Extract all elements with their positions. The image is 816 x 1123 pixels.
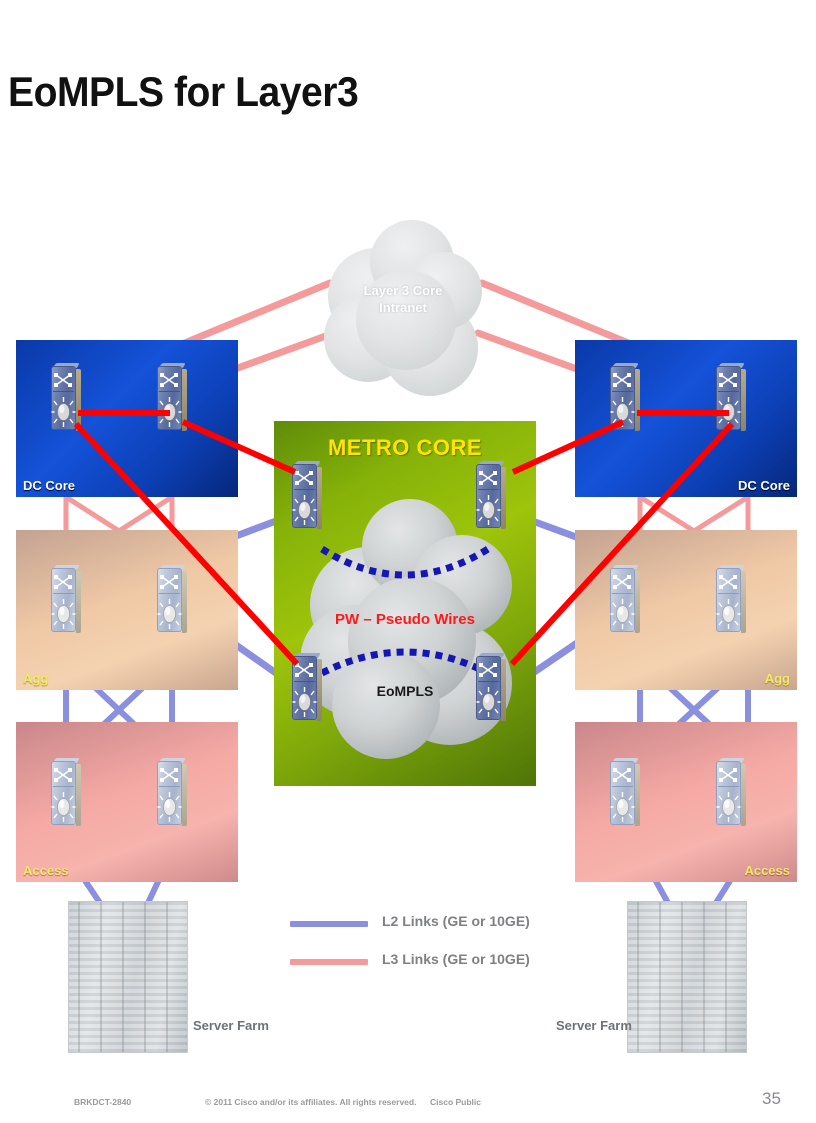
pseudo-wire-bottom [320, 648, 490, 677]
switch-side-face [76, 369, 81, 431]
switch-side-face [182, 764, 187, 826]
zone-label-access-left: Access [23, 863, 69, 878]
zone-label-agg-right: Agg [764, 671, 790, 686]
switch-glyphs [51, 575, 76, 629]
server-farm-right-image [627, 901, 747, 1053]
zone-label-dc-core-right: DC Core [737, 478, 790, 493]
legend-label-l3-link: L3 Links (GE or 10GE) [382, 951, 530, 967]
metro-core-title: METRO CORE [327, 435, 483, 460]
switch-side-face [182, 369, 187, 431]
switch-glyphs [292, 471, 317, 525]
layer3-core-cloud-label: Layer 3 Core Intranet [323, 282, 483, 316]
switch-divider [159, 391, 180, 392]
agg-left-switch-1[interactable] [51, 565, 81, 635]
footer-classification: Cisco Public [430, 1097, 482, 1107]
switch-side-face [317, 659, 322, 721]
footer-copyright: © 2011 Cisco and/or its affiliates. All … [205, 1097, 417, 1107]
switch-divider [718, 786, 739, 787]
zone-label-access-right: Access [744, 863, 790, 878]
slide-footer: BRKDCT-2840 © 2011 Cisco and/or its affi… [0, 1097, 816, 1119]
switch-divider [53, 391, 74, 392]
switch-glyphs [716, 575, 741, 629]
switch-side-face [635, 571, 640, 633]
metro-core-switch-top-right[interactable] [476, 461, 506, 531]
switch-side-face [501, 467, 506, 529]
metro-core-switch-bottom-right[interactable] [476, 653, 506, 723]
metro-core-switch-top-left[interactable] [292, 461, 322, 531]
switch-divider [294, 489, 315, 490]
agg-right-switch-1[interactable] [610, 565, 640, 635]
agg-left-switch-2[interactable] [157, 565, 187, 635]
switch-glyphs [610, 373, 635, 427]
switch-side-face [635, 764, 640, 826]
switch-divider [53, 593, 74, 594]
metro-core-panel: METRO CORE PW – Pseudo Wires EoMPLS [274, 421, 536, 786]
access-right-switch-1[interactable] [610, 758, 640, 828]
zone-agg-left: Agg [16, 530, 238, 690]
switch-side-face [635, 369, 640, 431]
zone-label-dc-core-left: DC Core [23, 478, 76, 493]
switch-divider [612, 786, 633, 787]
metro-core-switch-bottom-left[interactable] [292, 653, 322, 723]
switch-side-face [741, 571, 746, 633]
legend-swatch-l2-link [290, 921, 368, 927]
switch-divider [612, 391, 633, 392]
zone-label-agg-left: Agg [23, 671, 49, 686]
switch-glyphs [292, 663, 317, 717]
layer3-core-line2: Intranet [379, 300, 427, 315]
server-farm-right-label: Server Farm [556, 1018, 632, 1033]
zone-access-left: Access [16, 722, 238, 882]
switch-side-face [317, 467, 322, 529]
zone-access-right: Access [575, 722, 797, 882]
switch-glyphs [716, 373, 741, 427]
switch-glyphs [51, 768, 76, 822]
zone-dc-core-right: DC Core [575, 340, 797, 497]
dc-core-left-switch-1[interactable] [51, 363, 81, 433]
eompls-label: EoMPLS [376, 683, 434, 699]
legend-label-l2-link: L2 Links (GE or 10GE) [382, 913, 530, 929]
dc-core-right-switch-1[interactable] [610, 363, 640, 433]
legend-swatch-l3-link [290, 959, 368, 965]
server-farm-left-image [68, 901, 188, 1053]
pseudo-wires-label: PW – Pseudo Wires [335, 611, 475, 628]
switch-glyphs [610, 575, 635, 629]
page-number: 35 [762, 1089, 781, 1108]
access-left-switch-1[interactable] [51, 758, 81, 828]
switch-glyphs [157, 768, 182, 822]
page-title: EoMPLS for Layer3 [8, 68, 359, 115]
switch-divider [159, 786, 180, 787]
eompls-cloud [296, 493, 518, 759]
footer-session-id: BRKDCT-2840 [74, 1097, 132, 1107]
switch-side-face [76, 764, 81, 826]
zone-agg-right: Agg [575, 530, 797, 690]
switch-divider [294, 681, 315, 682]
switch-side-face [76, 571, 81, 633]
switch-glyphs [157, 575, 182, 629]
access-right-switch-2[interactable] [716, 758, 746, 828]
switch-divider [718, 391, 739, 392]
dc-core-left-switch-2[interactable] [157, 363, 187, 433]
switch-side-face [741, 369, 746, 431]
server-farm-left-label: Server Farm [193, 1018, 269, 1033]
switch-glyphs [476, 663, 501, 717]
switch-glyphs [476, 471, 501, 525]
switch-side-face [501, 659, 506, 721]
switch-glyphs [51, 373, 76, 427]
switch-divider [53, 786, 74, 787]
dc-core-right-switch-2[interactable] [716, 363, 746, 433]
layer3-core-line1: Layer 3 Core [363, 283, 443, 298]
pseudo-wire-top [320, 546, 490, 579]
agg-right-switch-2[interactable] [716, 565, 746, 635]
switch-side-face [741, 764, 746, 826]
access-left-switch-2[interactable] [157, 758, 187, 828]
switch-glyphs [716, 768, 741, 822]
switch-divider [478, 681, 499, 682]
switch-divider [478, 489, 499, 490]
switch-glyphs [157, 373, 182, 427]
switch-glyphs [610, 768, 635, 822]
switch-side-face [182, 571, 187, 633]
zone-dc-core-left: DC Core [16, 340, 238, 497]
layer3-core-cloud [318, 208, 488, 404]
